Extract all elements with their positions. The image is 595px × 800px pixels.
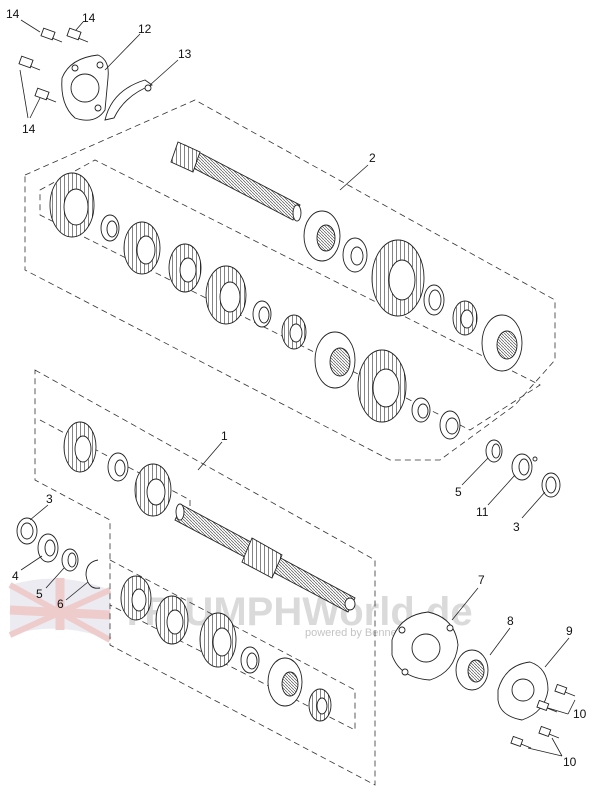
bolt-14-a [40, 27, 63, 43]
splined-bush-1 [308, 688, 332, 722]
gear-1-e [199, 612, 237, 668]
gear-1-d [155, 595, 189, 645]
bush-2-a [100, 214, 120, 242]
callouts: 14 14 14 12 13 2 1 3 4 5 6 5 11 3 7 8 9 … [6, 7, 587, 769]
bolt-14-c [18, 55, 41, 71]
plate-9 [497, 661, 549, 721]
callout-5-right: 5 [455, 485, 462, 499]
callout-12: 12 [138, 22, 152, 36]
selector-hub-2-a [314, 331, 356, 389]
bush-2-c [411, 397, 431, 423]
gear-2-c [168, 243, 202, 293]
bush-5-right [485, 439, 503, 463]
callout-3-right: 3 [513, 520, 520, 534]
small-ring-1 [344, 597, 356, 611]
union-flag-logo [8, 578, 112, 643]
callout-10-b: 10 [563, 755, 577, 769]
output-shaft-2 [170, 141, 302, 222]
bolt-10-b [536, 699, 558, 713]
callout-14-c: 14 [22, 122, 36, 136]
bracket-13 [104, 79, 153, 121]
bearing-8 [455, 649, 489, 691]
leader-lines [19, 19, 576, 757]
callout-7: 7 [478, 573, 485, 587]
splined-bush-2 [281, 314, 307, 350]
input-shaft-1 [174, 503, 356, 613]
bearing-2 [303, 210, 341, 262]
bush-2-d [439, 410, 461, 440]
gear-1-a [63, 421, 97, 473]
selector-hub-1 [267, 657, 303, 707]
bush-2-b [252, 300, 272, 328]
callout-9: 9 [566, 624, 573, 638]
gear-2-e [357, 349, 407, 423]
bush-5-left [61, 548, 79, 572]
thrust-washer-2 [423, 284, 445, 316]
callout-4: 4 [12, 569, 19, 583]
bolt-10-a [554, 683, 576, 697]
bush-1-b [240, 646, 260, 674]
bush-1-a [107, 452, 129, 482]
plate-12 [61, 54, 109, 121]
callout-2: 2 [369, 151, 376, 165]
washer-3-left [16, 517, 38, 545]
housing-7 [391, 611, 459, 681]
gear-1-b [134, 463, 172, 517]
callout-6: 6 [57, 597, 64, 611]
callout-11: 11 [476, 505, 489, 519]
bolt-14-d [34, 87, 57, 103]
bush-11 [511, 453, 538, 481]
bolt-10-d [510, 735, 532, 749]
callout-1: 1 [221, 429, 228, 443]
callout-13: 13 [178, 47, 192, 61]
callout-8: 8 [507, 614, 514, 628]
gear-2-b [123, 221, 161, 275]
callout-3-left: 3 [46, 492, 53, 506]
callout-14-a: 14 [6, 7, 20, 21]
bolt-10-c [538, 725, 560, 739]
gear-1-c [120, 575, 152, 621]
callout-14-b: 14 [82, 11, 96, 25]
circlip-6 [85, 559, 101, 589]
gear-2-a [49, 172, 95, 238]
selector-hub-2-b [481, 314, 523, 372]
washer-3-right [541, 472, 561, 498]
splined-bush-2-b [452, 300, 478, 336]
gear-2-d [205, 265, 247, 325]
gear-2-f [371, 239, 425, 317]
bolt-14-b [66, 27, 89, 43]
bush-4 [37, 533, 59, 563]
callout-10-a: 10 [573, 707, 587, 721]
group-outline-2 [24, 99, 556, 461]
callout-5-left: 5 [36, 587, 43, 601]
ring-2 [342, 237, 368, 273]
